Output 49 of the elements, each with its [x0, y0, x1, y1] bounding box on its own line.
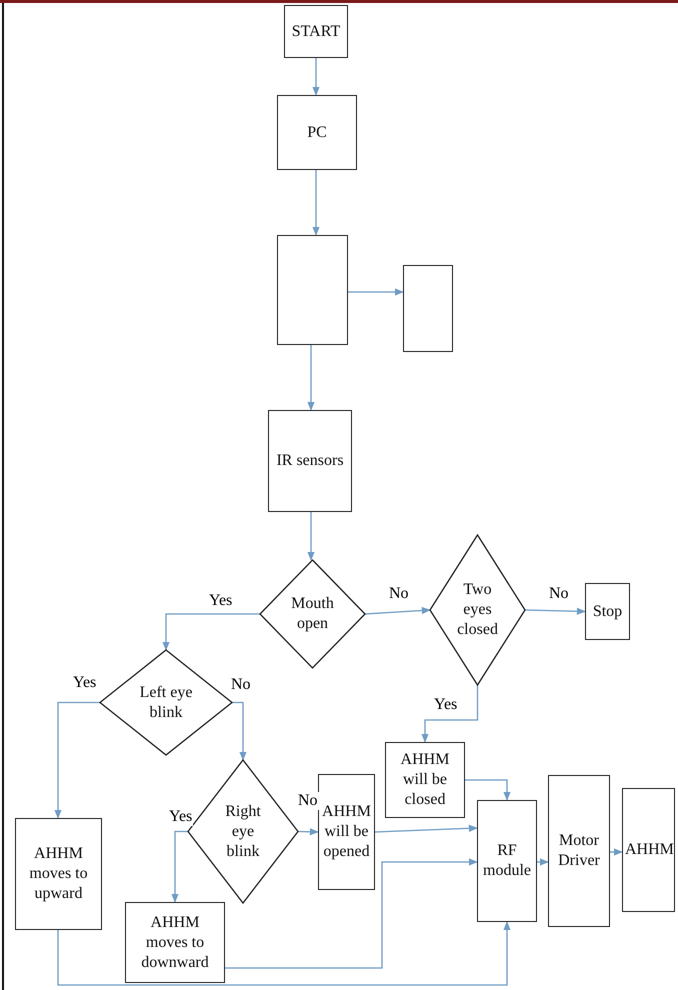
edge-label: No — [297, 792, 319, 810]
arrow — [312, 58, 320, 96]
node-text: AHHM will be closed — [400, 750, 450, 810]
node-text: AHHM moves to upward — [28, 844, 89, 904]
arrow — [537, 858, 549, 866]
process-box — [318, 774, 375, 890]
arrow — [298, 828, 319, 836]
edge-label: Yes — [168, 808, 194, 826]
empty-box — [277, 235, 348, 345]
arrow — [610, 848, 623, 856]
arrow — [364, 606, 431, 615]
node-text: RF module — [482, 841, 532, 881]
process-box — [548, 775, 610, 927]
node-text: START — [292, 22, 340, 42]
node-text: IR sensors — [276, 451, 344, 471]
arrow — [307, 345, 315, 411]
arrow — [54, 702, 100, 819]
arrow — [171, 830, 188, 903]
arrow — [225, 858, 478, 969]
arrow — [312, 170, 320, 236]
arrow — [162, 613, 260, 651]
node-text: AHHM — [625, 840, 672, 860]
process-box — [585, 583, 630, 640]
node-text: Mouth open — [290, 594, 335, 634]
arrow — [374, 824, 478, 833]
node-text: Left eye blink — [138, 682, 194, 722]
process-box — [277, 95, 357, 170]
arrow — [465, 779, 511, 801]
arrow — [421, 685, 478, 743]
arrow — [232, 702, 247, 761]
process-box — [622, 788, 675, 912]
arrow — [348, 288, 404, 296]
arrow — [57, 921, 511, 986]
process-box — [385, 742, 465, 818]
node-text: Stop — [592, 602, 622, 622]
process-box — [125, 902, 225, 983]
arrow — [307, 512, 315, 561]
node-text: Two eyes closed — [456, 580, 499, 640]
process-box — [477, 800, 537, 922]
node-text: AHHM will be opened — [321, 802, 372, 862]
process-box — [284, 5, 348, 58]
arrow — [524, 608, 586, 615]
process-box — [268, 410, 352, 512]
node-text: AHHM moves to downward — [140, 912, 210, 972]
empty-box — [403, 265, 453, 352]
node-text: Motor Driver — [557, 831, 601, 871]
node-text: PC — [307, 122, 327, 142]
process-box — [15, 818, 102, 930]
node-text: Right eye blink — [224, 802, 262, 862]
